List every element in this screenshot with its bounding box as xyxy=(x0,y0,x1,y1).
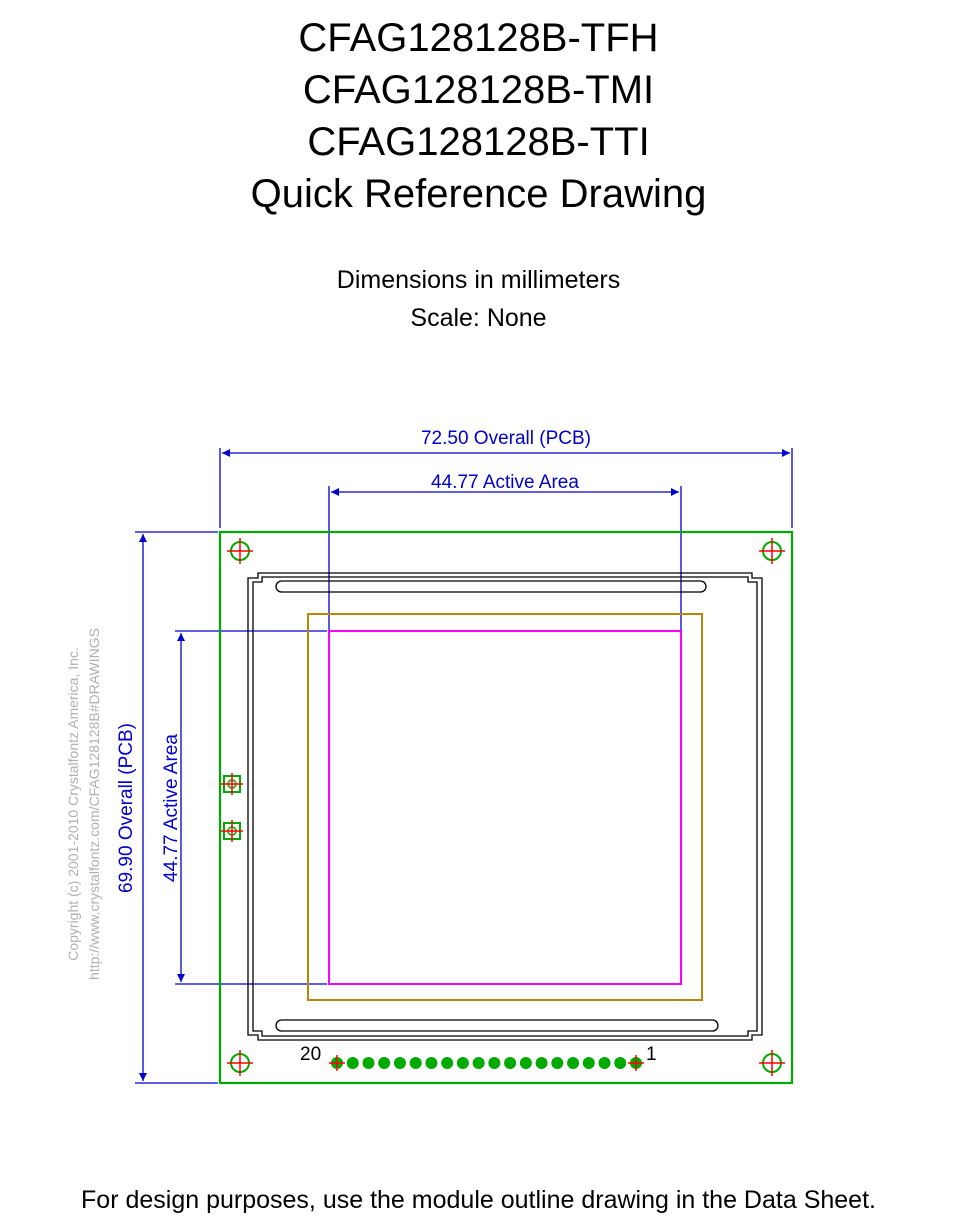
active-height-dimension xyxy=(175,630,327,985)
connector-pin-8 xyxy=(519,1057,532,1069)
connector-pin-17 xyxy=(378,1057,391,1069)
overall-width-dimension xyxy=(219,448,793,528)
copyright-line-2: http://www.crystalfontz.com/CFAG128128B#… xyxy=(86,628,102,980)
pin-1-label: 1 xyxy=(646,1044,657,1065)
top-slot xyxy=(275,580,707,593)
connector-pin-18 xyxy=(362,1057,375,1069)
active-area xyxy=(328,630,682,985)
connector-pin-6 xyxy=(551,1057,564,1069)
viewing-area xyxy=(307,613,703,1001)
connector-pin-9 xyxy=(504,1057,517,1069)
side-pad-lower xyxy=(221,820,243,842)
connector-pin-12 xyxy=(456,1057,469,1069)
pin-20-label: 20 xyxy=(300,1044,321,1065)
active-height-label: 44.77 Active Area xyxy=(161,734,182,882)
connector-pin-3 xyxy=(598,1057,611,1069)
mounting-hole-bottom-right xyxy=(759,1050,785,1076)
side-pad-upper xyxy=(221,773,243,795)
overall-height-label: 69.90 Overall (PCB) xyxy=(116,723,137,893)
mounting-hole-top-left xyxy=(227,538,253,564)
connector-pin-11 xyxy=(472,1057,485,1069)
copyright-line-1: Copyright (c) 2001-2010 Crystalfontz Ame… xyxy=(65,647,81,961)
pcb-outline xyxy=(218,530,794,1085)
connector-pin-13 xyxy=(441,1057,454,1069)
scale-note: Scale: None xyxy=(410,304,547,332)
connector-pin-15 xyxy=(409,1057,422,1069)
connector-pin-4 xyxy=(582,1057,595,1069)
overall-width-label: 72.50 Overall (PCB) xyxy=(421,428,591,449)
connector-pin-16 xyxy=(393,1057,406,1069)
connector-pin-14 xyxy=(425,1057,438,1069)
title-line-1: CFAG128128B-TFH xyxy=(298,16,659,60)
bezel-outline xyxy=(247,572,763,1041)
connector-pin-19 xyxy=(346,1057,359,1069)
mounting-hole-bottom-left xyxy=(227,1050,253,1076)
active-width-dimension xyxy=(328,486,682,630)
mounting-hole-top-right xyxy=(759,538,785,564)
bottom-slot xyxy=(275,1019,719,1032)
connector-pin-7 xyxy=(535,1057,548,1069)
connector-pin-2 xyxy=(614,1057,627,1069)
title-line-3: CFAG128128B-TTI xyxy=(307,120,650,164)
title-line-2: CFAG128128B-TMI xyxy=(302,68,655,112)
title-line-4: Quick Reference Drawing xyxy=(250,172,707,216)
connector-pin-5 xyxy=(567,1057,580,1069)
footer-note: For design purposes, use the module outl… xyxy=(81,1186,876,1214)
connector-pin-10 xyxy=(488,1057,501,1069)
units-note: Dimensions in millimeters xyxy=(336,266,621,294)
overall-height-dimension xyxy=(135,531,218,1084)
connector-pins xyxy=(329,1055,644,1071)
active-width-label: 44.77 Active Area xyxy=(431,472,579,493)
